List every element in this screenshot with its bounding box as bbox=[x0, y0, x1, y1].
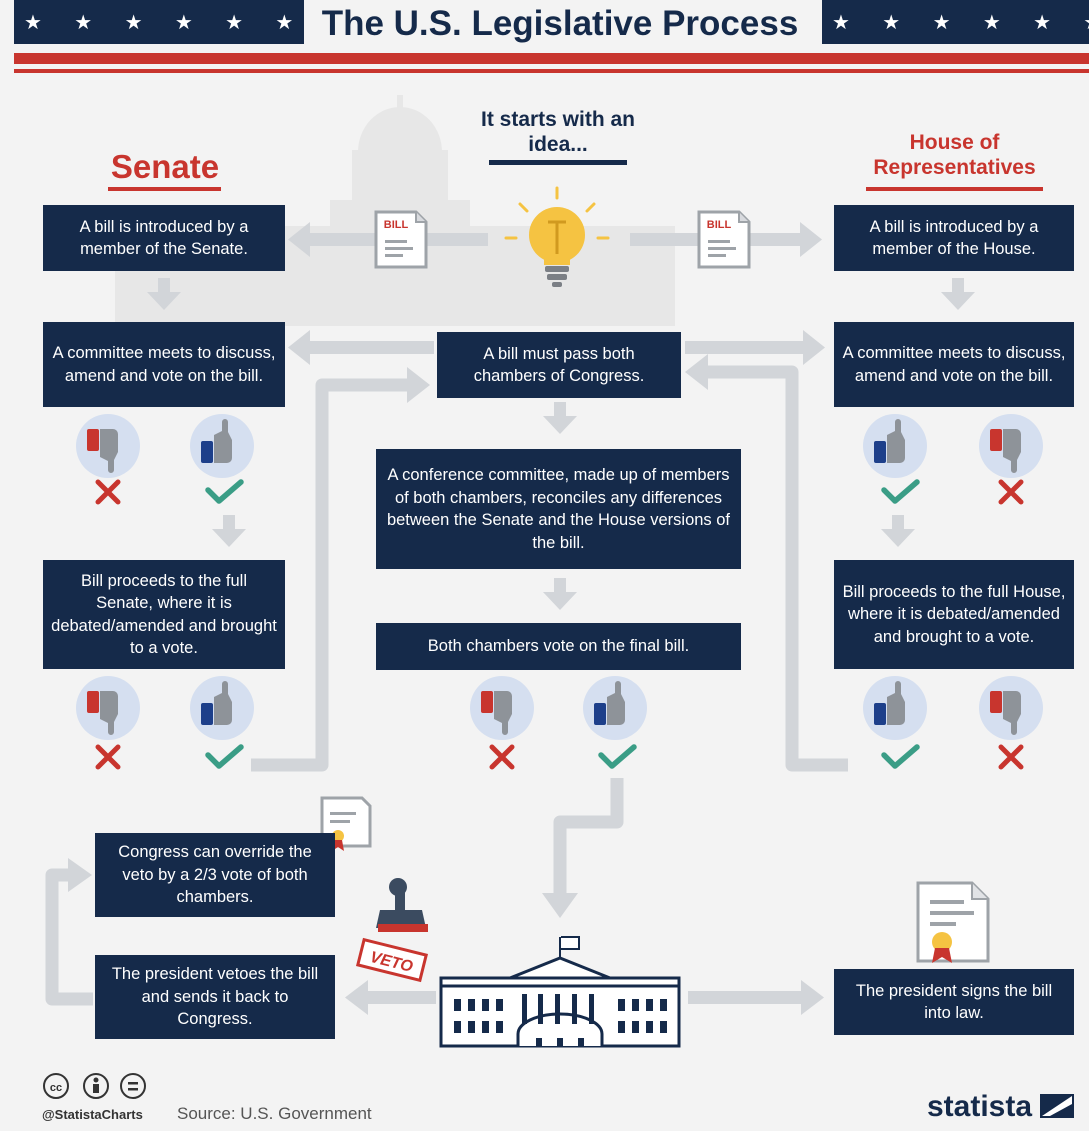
check-mark-icon bbox=[884, 747, 917, 766]
footer-source: Source: U.S. Government bbox=[177, 1104, 372, 1123]
final-vote-box: Both chambers vote on the final bill. bbox=[376, 623, 741, 670]
x-mark-icon bbox=[492, 747, 512, 767]
header-stripe-2 bbox=[14, 69, 1089, 73]
check-mark-icon bbox=[601, 747, 634, 766]
senate-heading: Senate bbox=[110, 148, 220, 185]
check-mark-icon bbox=[208, 482, 241, 501]
white-house-icon bbox=[439, 936, 681, 1048]
x-mark-icon bbox=[98, 482, 118, 502]
senate-floor-box: Bill proceeds to the full Senate, where … bbox=[43, 560, 285, 669]
x-mark-icon bbox=[1001, 747, 1021, 767]
thumbs-down-icon bbox=[470, 676, 534, 740]
conference-committee-box: A conference committee, made up of membe… bbox=[376, 449, 741, 569]
override-box: Congress can override the veto by a 2/3 … bbox=[95, 833, 335, 917]
x-mark-icon bbox=[98, 747, 118, 767]
svg-text:cc: cc bbox=[50, 1082, 62, 1094]
header-stripe-1 bbox=[14, 53, 1089, 64]
x-mark-icon bbox=[1001, 482, 1021, 502]
page-title: The U.S. Legislative Process bbox=[321, 4, 799, 43]
header-stars-left: ★ ★ ★ ★ ★ ★ ★ bbox=[14, 0, 304, 44]
house-floor-box: Bill proceeds to the full House, where i… bbox=[834, 560, 1074, 669]
statista-brand[interactable]: statista bbox=[927, 1090, 1033, 1123]
footer-handle: @StatistaCharts bbox=[42, 1107, 143, 1122]
stamp-icon bbox=[376, 878, 428, 932]
bill-label-left: BILL bbox=[384, 219, 409, 231]
bill-label-right: BILL bbox=[707, 219, 732, 231]
senate-committee-box: A committee meets to discuss, amend and … bbox=[43, 322, 285, 407]
thumbs-up-icon bbox=[190, 414, 254, 478]
pass-both-box: A bill must pass both chambers of Congre… bbox=[437, 332, 681, 398]
bill-document-icon bbox=[697, 210, 751, 269]
house-introduced-box: A bill is introduced by a member of the … bbox=[834, 205, 1074, 271]
thumbs-up-icon bbox=[190, 676, 254, 740]
signs-box: The president signs the bill into law. bbox=[834, 969, 1074, 1035]
house-committee-box: A committee meets to discuss, amend and … bbox=[834, 322, 1074, 407]
bill-document-icon bbox=[374, 210, 428, 269]
thumbs-down-icon bbox=[979, 676, 1043, 740]
lightbulb-icon bbox=[504, 186, 610, 287]
thumbs-up-icon bbox=[583, 676, 647, 740]
statista-logo-icon bbox=[1040, 1094, 1074, 1118]
start-label: It starts with an idea... bbox=[480, 108, 636, 156]
thumbs-up-icon bbox=[863, 414, 927, 478]
check-mark-icon bbox=[208, 747, 241, 766]
thumbs-up-icon bbox=[863, 676, 927, 740]
veto-box: The president vetoes the bill and sends … bbox=[95, 955, 335, 1039]
thumbs-down-icon bbox=[76, 676, 140, 740]
license-icons bbox=[43, 1073, 146, 1099]
header-stars-right: ★ ★ ★ ★ ★ ★ ★ bbox=[822, 0, 1089, 44]
veto-stamp: VETO bbox=[355, 937, 429, 983]
check-mark-icon bbox=[884, 482, 917, 501]
certificate-icon bbox=[916, 881, 990, 963]
house-heading: House of Representatives bbox=[873, 131, 1036, 179]
thumbs-down-icon bbox=[76, 414, 140, 478]
senate-introduced-box: A bill is introduced by a member of the … bbox=[43, 205, 285, 271]
thumbs-down-icon bbox=[979, 414, 1043, 478]
